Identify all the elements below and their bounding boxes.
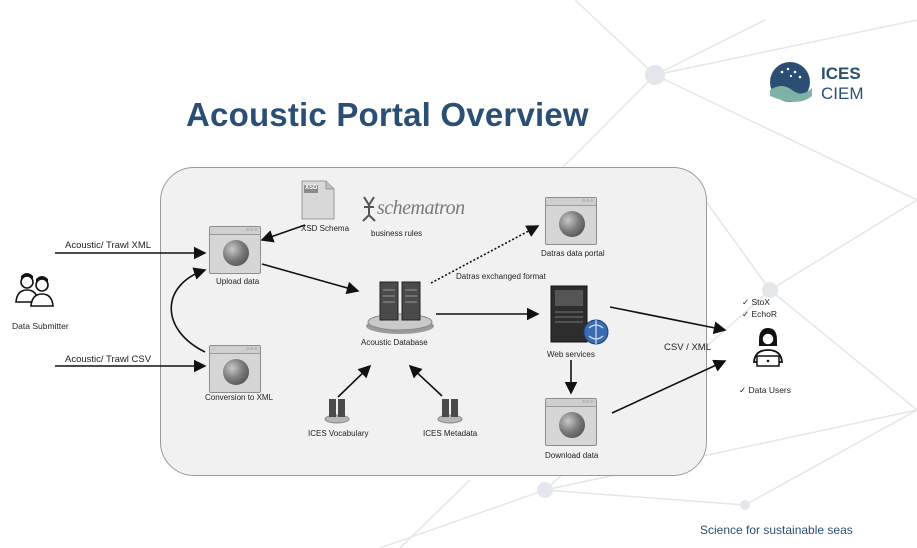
globe-icon (559, 211, 585, 237)
arrow-xsd-to-upload (260, 224, 306, 243)
download-data-window: ○○○ (545, 398, 597, 446)
csv-input-label: Acoustic/ Trawl CSV (65, 354, 152, 365)
globe-icon (223, 240, 249, 266)
acoustic-database-icon (366, 281, 434, 334)
datras-portal-window: ○○○ (545, 197, 597, 245)
arrow-webservices-to-users (609, 306, 727, 335)
data-submitter-label: Data Submitter (12, 321, 69, 331)
ices-vocabulary-icon (324, 399, 350, 424)
web-services-label: Web services (547, 350, 595, 359)
datras-portal-label: Datras data portal (541, 249, 605, 258)
globe-icon (223, 359, 249, 385)
arrow-upload-to-database (261, 263, 360, 295)
logo-line2: CIEM (821, 84, 864, 103)
portal-panel (160, 167, 707, 476)
xml-input-label: Acoustic/ Trawl XML (65, 240, 152, 251)
download-data-label: Download data (545, 451, 599, 460)
data-users-label: ✓ Data Users (739, 385, 792, 395)
arrow-conversion-to-upload (170, 267, 207, 353)
arrow-database-to-datras (430, 225, 540, 284)
arrow-vocabulary-to-database (337, 364, 372, 398)
arrow-download-to-users (611, 359, 727, 414)
check-icon: ✓ (742, 297, 750, 307)
check-icon: ✓ (742, 309, 750, 319)
conversion-label: Conversion to XML (205, 393, 274, 402)
footer-tagline: Science for sustainable seas (700, 523, 853, 537)
upload-data-window: ○○○ (209, 226, 261, 274)
acoustic-database-label: Acoustic Database (361, 338, 428, 347)
ices-vocabulary-label: ICES Vocabulary (308, 429, 369, 438)
ices-metadata-icon (437, 399, 463, 424)
logo-line1: ICES (821, 64, 861, 83)
tool-label: StoX (751, 297, 770, 307)
schematron-figure-icon (362, 196, 376, 222)
ices-logo: ICES CIEM (768, 60, 888, 110)
schematron-text: schematron (377, 197, 465, 219)
csv-xml-label: CSV / XML (664, 342, 711, 353)
data-submitter-icon (15, 273, 54, 307)
xsd-file-icon: XSD (300, 180, 336, 220)
business-rules-label: business rules (371, 229, 423, 238)
ices-metadata-label: ICES Metadata (423, 429, 478, 438)
xsd-schema-label: XSD Schema (301, 224, 350, 233)
data-user-icon (753, 328, 783, 367)
page-title: Acoustic Portal Overview (186, 96, 589, 133)
arrow-metadata-to-database (408, 364, 443, 397)
upload-data-label: Upload data (216, 277, 260, 286)
ices-logo-icon (770, 62, 812, 102)
web-services-icon (550, 285, 609, 345)
tool-item: ✓ EchoR (742, 309, 777, 320)
xsd-icon-text: XSD (305, 185, 318, 191)
globe-icon (559, 412, 585, 438)
tool-item: ✓ StoX (742, 297, 770, 308)
tool-label: EchoR (751, 309, 778, 319)
conversion-window: ○○○ (209, 345, 261, 393)
check-icon: ✓ (739, 385, 747, 395)
schematron-logo: schematron (360, 195, 475, 223)
datras-exchange-label: Datras exchanged format (456, 272, 546, 281)
